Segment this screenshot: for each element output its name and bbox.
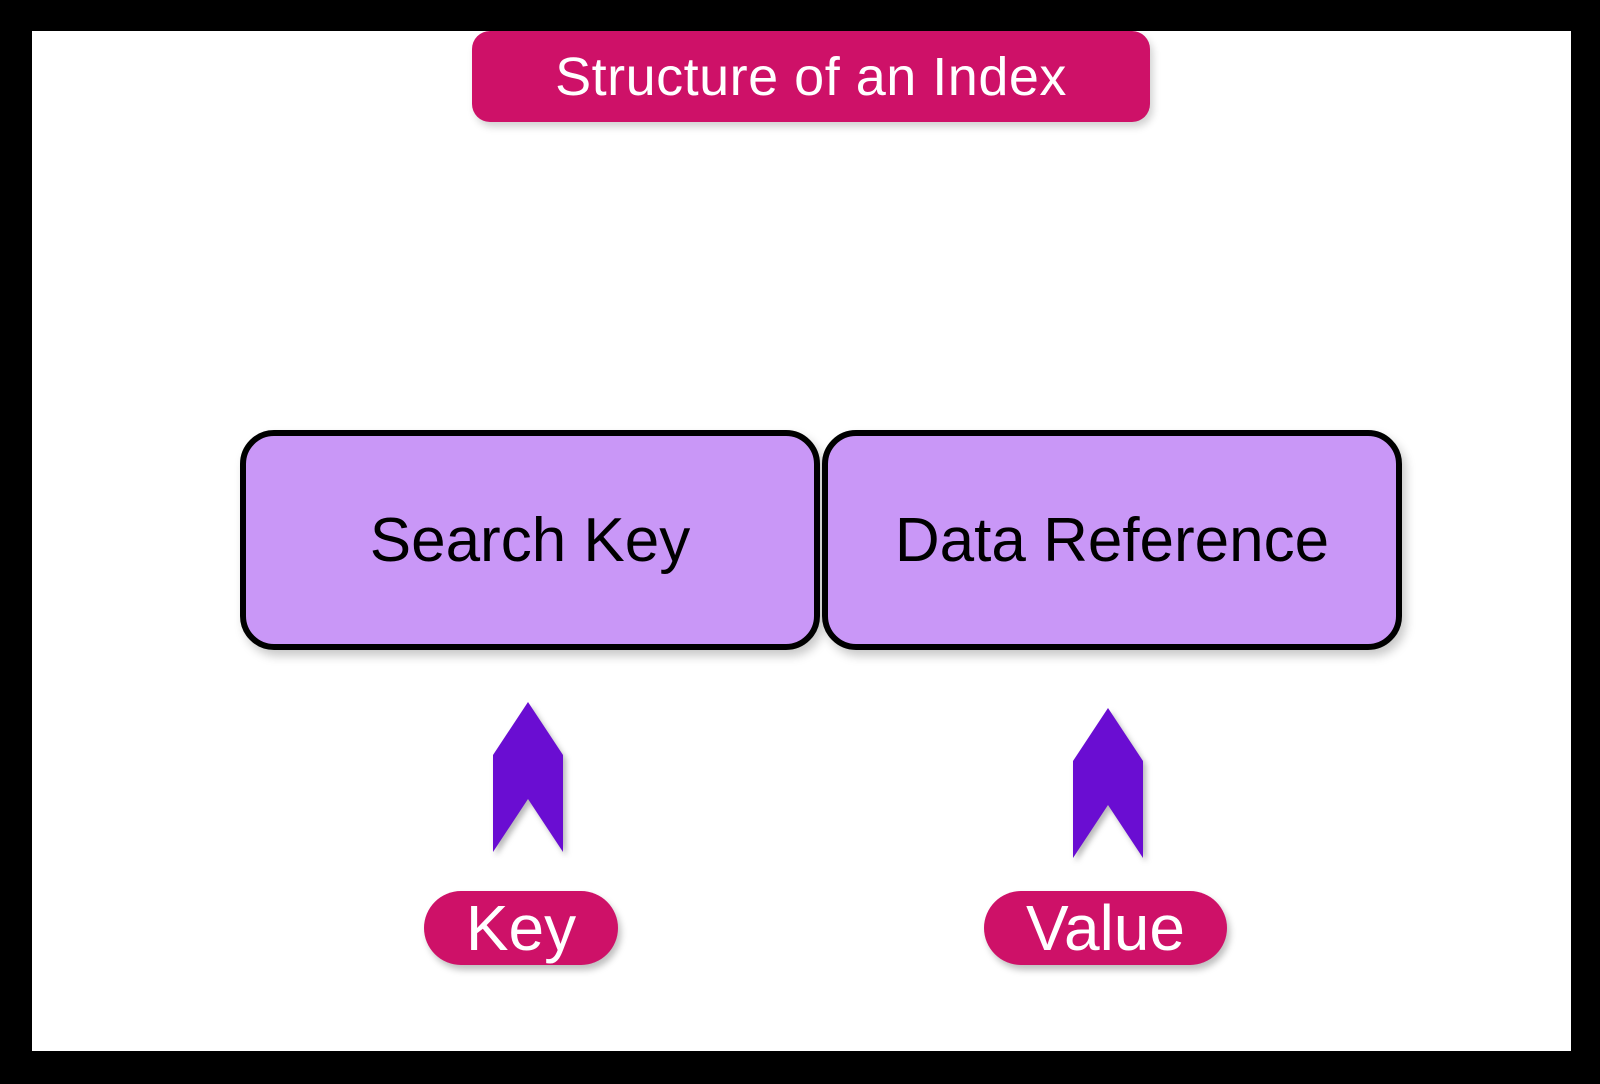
up-arrow-icon <box>493 702 563 852</box>
diagram-title-label: Structure of an Index <box>555 46 1067 107</box>
data-reference-box-label: Data Reference <box>894 505 1330 575</box>
key-annotation-label: Key <box>465 892 577 964</box>
value-annotation-pill: Value <box>984 891 1227 965</box>
diagram-title: Structure of an Index <box>472 31 1150 122</box>
key-annotation-pill: Key <box>424 891 618 965</box>
diagram-canvas: Structure of an Index Search Key Data Re… <box>32 31 1571 1051</box>
search-key-box-label: Search Key <box>369 505 691 575</box>
data-reference-box: Data Reference <box>822 430 1402 650</box>
up-arrow-icon <box>1073 708 1143 858</box>
search-key-box: Search Key <box>240 430 820 650</box>
value-annotation-label: Value <box>1026 892 1185 964</box>
